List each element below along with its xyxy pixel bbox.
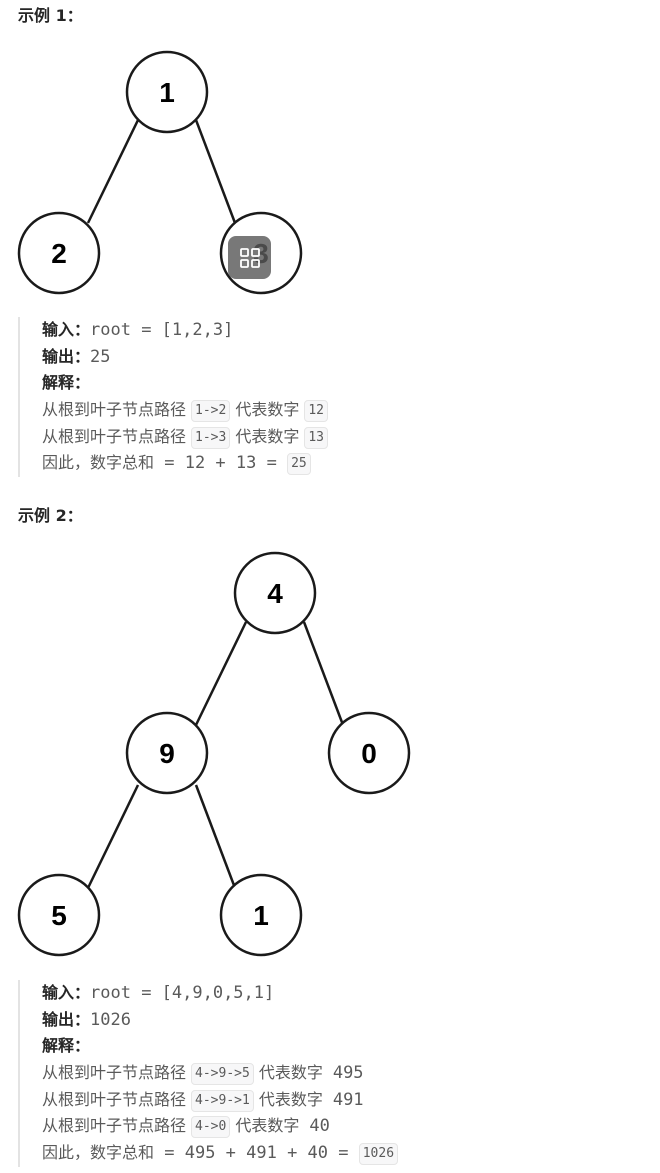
input-line: 输入：root = [1,2,3] <box>42 317 642 344</box>
output-label: 输出： <box>42 346 91 366</box>
path-prefix: 从根到叶子节点路径 <box>42 1116 187 1136</box>
tree-node-root <box>233 551 317 635</box>
tree-edge <box>86 784 140 889</box>
tree-node-left-left <box>17 873 101 957</box>
tree-edge <box>302 621 345 726</box>
input-label: 输入： <box>42 320 91 339</box>
sum-result: 25 <box>287 453 311 476</box>
image-preview-button[interactable] <box>228 236 271 279</box>
input-line: 输入：root = [4,9,0,5,1] <box>42 980 642 1007</box>
output-line: 输出：25 <box>42 344 642 371</box>
input-value: root = [4,9,0,5,1] <box>90 983 275 1003</box>
tree-edge <box>194 784 237 889</box>
example-2-heading: 示例 2： <box>18 506 83 525</box>
path-number: 491 <box>332 1089 364 1110</box>
path-code: 4->0 <box>191 1116 231 1139</box>
tree-node-left <box>125 711 209 795</box>
path-number: 495 <box>332 1063 364 1084</box>
path-middle: 代表数字 <box>258 1063 323 1083</box>
sum-result: 1026 <box>358 1143 399 1166</box>
tree-node-left-right <box>219 873 303 957</box>
path-prefix: 从根到叶子节点路径 <box>42 400 187 420</box>
tree-node-right <box>327 711 411 795</box>
example-2-explanation: 输入：root = [4,9,0,5,1] 输出：1026 解释： 从根到叶子节… <box>18 980 642 1167</box>
tree-node-label: 0 <box>361 738 377 769</box>
path-middle: 代表数字 <box>235 1116 300 1136</box>
path-middle: 代表数字 <box>235 400 300 420</box>
explain-line: 解释： <box>42 370 642 397</box>
path-number: 12 <box>304 400 328 423</box>
tree-node-root <box>125 50 209 134</box>
path-prefix: 从根到叶子节点路径 <box>42 1089 187 1109</box>
path-number: 40 <box>309 1116 330 1137</box>
input-label: 输入： <box>42 983 91 1002</box>
example-2-tree-diagram: 4 9 0 5 1 <box>17 551 411 957</box>
sum-prefix: 因此，数字总和 <box>42 1143 155 1163</box>
path-code: 4->9->1 <box>191 1089 254 1112</box>
path-code: 1->2 <box>191 400 231 423</box>
sum-line: 因此，数字总和 = 12 + 13 = 25 <box>42 450 642 477</box>
path-middle: 代表数字 <box>235 426 300 446</box>
explain-label: 解释： <box>42 1036 91 1056</box>
tree-node-left <box>17 211 101 295</box>
example-1-tree-diagram: 1 2 3 <box>17 50 303 295</box>
output-line: 输出：1026 <box>42 1007 642 1034</box>
tree-node-label: 2 <box>51 238 67 269</box>
input-value: root = [1,2,3] <box>90 320 234 340</box>
sum-prefix: 因此，数字总和 <box>42 453 155 473</box>
tree-node-label: 1 <box>159 77 175 108</box>
grid-icon <box>239 247 260 268</box>
path-prefix: 从根到叶子节点路径 <box>42 426 187 446</box>
sum-expression: = 12 + 13 = <box>154 453 288 474</box>
explain-line: 解释： <box>42 1033 642 1060</box>
tree-node-label: 5 <box>51 900 67 931</box>
tree-edge <box>194 119 237 224</box>
sum-expression: = 495 + 491 + 40 = <box>154 1143 359 1164</box>
tree-edge <box>194 621 248 726</box>
path-number: 13 <box>304 426 328 449</box>
example-1-heading: 示例 1： <box>18 6 83 25</box>
sum-line: 因此，数字总和 = 495 + 491 + 40 = 1026 <box>42 1140 642 1167</box>
explain-label: 解释： <box>42 373 91 393</box>
tree-edge <box>86 119 140 224</box>
output-label: 输出： <box>42 1009 91 1029</box>
output-value: 1026 <box>90 1009 131 1030</box>
path-code: 4->9->5 <box>191 1063 254 1086</box>
path-code: 1->3 <box>191 426 231 449</box>
output-value: 25 <box>90 346 111 367</box>
path-prefix: 从根到叶子节点路径 <box>42 1063 187 1083</box>
path-middle: 代表数字 <box>258 1089 323 1109</box>
tree-node-label: 9 <box>159 738 175 769</box>
tree-node-label: 4 <box>267 578 283 609</box>
tree-node-label: 1 <box>253 900 269 931</box>
